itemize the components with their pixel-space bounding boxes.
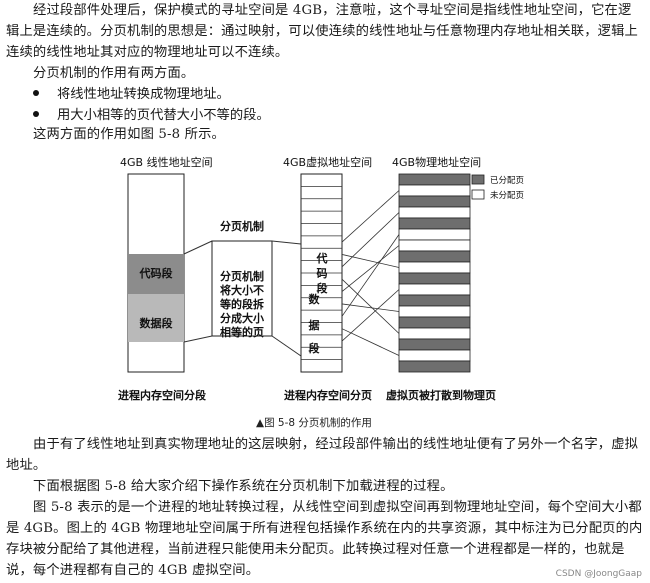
page-mapping-line	[341, 212, 400, 268]
linear-space-caption: 进程内存空间分段	[118, 388, 206, 402]
physical-space-caption: 虚拟页被打散到物理页	[386, 388, 496, 402]
physical-page-allocated	[398, 316, 471, 329]
bullet-dot-icon	[33, 110, 39, 117]
body-paragraph-1: 由于有了线性地址到真实物理地址的这层映射，经过段部件输出的线性地址便有了另外一个…	[6, 437, 639, 473]
bullet-item-1: 将线性地址转换成物理地址。	[33, 85, 230, 105]
legend-allocated-label: 已分配页	[490, 176, 524, 186]
physical-page-allocated	[398, 294, 471, 307]
svg-text:等的段拆: 等的段拆	[219, 297, 264, 311]
legend-free-label: 未分配页	[490, 190, 524, 201]
page-mapping-line	[341, 190, 400, 243]
svg-text:据: 据	[309, 318, 320, 332]
linear-space-title: 4GB 线性地址空间	[120, 155, 213, 169]
page-mapping-line	[341, 245, 400, 292]
linear-address-space: 代码段 数据段	[127, 173, 185, 373]
page-mapping-line	[341, 278, 400, 334]
page-mapping-line	[341, 254, 400, 268]
svg-text:相等的页: 相等的页	[220, 325, 264, 339]
physical-page-free	[398, 327, 471, 340]
paging-mechanism-box	[211, 240, 273, 337]
intro-paragraph-3: 这两方面的作用如图 5-8 所示。	[33, 127, 225, 142]
legend: 已分配页 未分配页	[471, 174, 524, 201]
physical-page-allocated	[398, 250, 471, 263]
svg-text:分成大小: 分成大小	[220, 311, 264, 325]
physical-page-free	[398, 261, 471, 274]
physical-page-allocated	[398, 173, 471, 186]
page-connector-line	[271, 240, 302, 245]
code-segment-block	[128, 254, 184, 294]
paging-mechanism-description: 分页机制 将大小不 等的段拆 分成大小 相等的页	[219, 269, 264, 339]
physical-page-free	[398, 228, 471, 241]
page-mapping-line	[341, 289, 400, 342]
page-mapping-line	[341, 234, 400, 317]
virtual-space-title: 4GB虚拟地址空间	[283, 155, 372, 169]
svg-text:将大小不: 将大小不	[220, 283, 264, 297]
svg-text:码: 码	[317, 267, 328, 280]
physical-page-free	[398, 349, 471, 362]
segment-connector-line	[183, 335, 213, 343]
page-mapping-line	[341, 328, 400, 356]
physical-page-allocated	[398, 272, 471, 285]
legend-free-swatch	[471, 189, 485, 200]
virtual-segment-chars: 代 码 段 数 据 段	[309, 251, 328, 355]
legend-allocated-swatch	[471, 174, 485, 185]
intro-paragraph: 经过段部件处理后，保护模式的寻址空间是 4GB，注意啦，这个寻址空间是指线性地址…	[6, 3, 639, 60]
page-mapping-lines	[341, 190, 400, 356]
svg-text:数: 数	[309, 292, 321, 306]
physical-page-allocated	[398, 338, 471, 351]
physical-page-free	[398, 184, 471, 197]
body-paragraph-3: 图 5-8 表示的是一个进程的地址转换过程，从线性空间到虚拟空间再到物理地址空间…	[6, 500, 643, 578]
body-paragraph-2: 下面根据图 5-8 给大家介绍下操作系统在分页机制下加载进程的过程。	[33, 479, 454, 494]
intro-paragraph-2: 分页机制的作用有两方面。	[33, 66, 195, 81]
physical-page-allocated	[398, 195, 471, 208]
physical-space-title: 4GB物理地址空间	[392, 155, 481, 169]
physical-page-free	[398, 239, 471, 252]
bullet-dot-icon	[33, 89, 39, 96]
segment-connector-line	[183, 240, 213, 255]
bullet-item-2: 用大小相等的页代替大小不等的段。	[33, 106, 270, 126]
page-connector-line	[271, 335, 302, 357]
paging-diagram: 4GB 线性地址空间 4GB虚拟地址空间 4GB物理地址空间 代码段 数据段 进…	[118, 155, 524, 429]
watermark: CSDN @JoongGaap	[555, 569, 642, 579]
figure-caption: ▲图 5-8 分页机制的作用	[256, 416, 372, 429]
physical-page-allocated	[398, 217, 471, 230]
code-segment-label: 代码段	[139, 266, 173, 280]
physical-address-space	[398, 173, 471, 373]
page-mapping-line	[341, 303, 400, 312]
svg-text:代: 代	[316, 251, 328, 265]
virtual-address-space	[300, 173, 343, 373]
figure-5-8: 4GB 线性地址空间 4GB虚拟地址空间 4GB物理地址空间 代码段 数据段 进…	[0, 148, 650, 438]
virtual-space-caption: 进程内存空间分页	[284, 388, 372, 402]
physical-page-free	[398, 283, 471, 296]
svg-text:分页机制: 分页机制	[220, 269, 264, 283]
data-segment-block	[128, 294, 184, 342]
data-segment-label: 数据段	[140, 316, 173, 330]
paging-mechanism-title: 分页机制	[220, 219, 264, 233]
svg-text:段: 段	[317, 281, 328, 295]
svg-text:段: 段	[309, 341, 320, 355]
physical-page-free	[398, 206, 471, 219]
physical-page-free	[398, 305, 471, 318]
physical-page-allocated	[398, 360, 471, 373]
